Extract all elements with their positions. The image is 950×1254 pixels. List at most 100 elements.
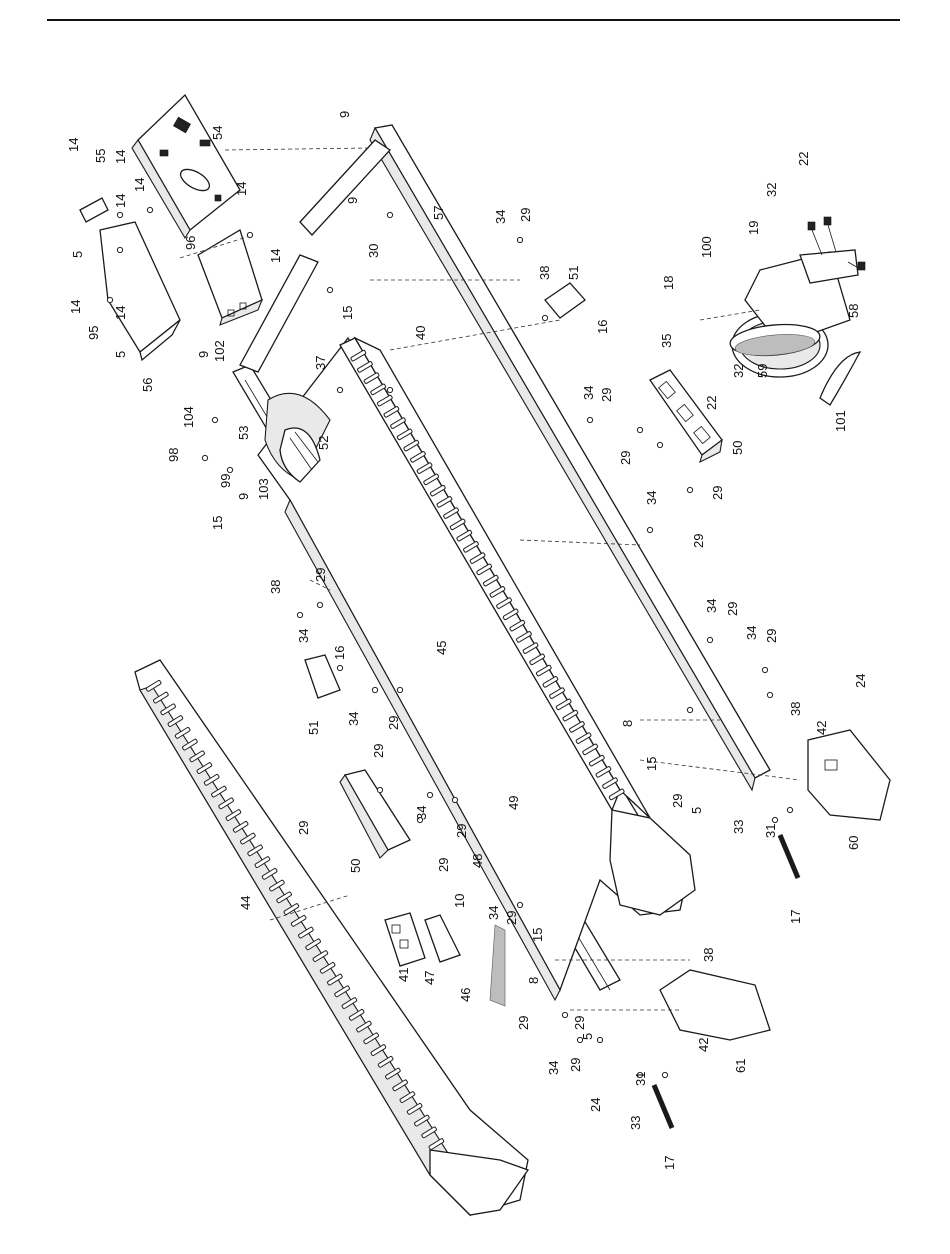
rail-slot — [145, 680, 162, 692]
rail-slot — [211, 785, 227, 798]
callout-label: 8 — [526, 977, 541, 984]
rear-endcap-left — [659, 969, 771, 1041]
fastener — [646, 526, 654, 534]
callout-label: 29 — [568, 1058, 583, 1072]
callout-label: 29 — [725, 602, 740, 616]
fastener — [426, 791, 434, 799]
rail-slot — [496, 597, 512, 609]
rail-slot — [542, 676, 559, 688]
rail-slot — [489, 586, 506, 598]
rail-slot — [334, 985, 350, 998]
callout-label: 35 — [659, 334, 674, 348]
callout-label: 5 — [113, 351, 128, 358]
rail-slot — [385, 1067, 401, 1080]
callout-label: 17 — [662, 1156, 677, 1170]
callout-label: 16 — [595, 320, 610, 334]
callout-label: 41 — [396, 968, 411, 982]
callout-label: 29 — [436, 858, 451, 872]
rail-slot — [305, 938, 321, 951]
motor-flywheel — [729, 323, 821, 357]
rail-slot — [482, 574, 499, 587]
fastener — [416, 816, 424, 824]
callout-label: 29 — [313, 568, 328, 582]
callout-label: 24 — [853, 674, 868, 688]
callout-label: 29 — [618, 451, 633, 465]
callout-label: 58 — [846, 304, 861, 318]
rail-slot — [283, 903, 300, 915]
callout-label: 49 — [506, 796, 521, 810]
callout-label: 48 — [470, 854, 485, 868]
rail-slot — [456, 529, 473, 542]
callout-label: 15 — [644, 757, 659, 771]
callout-label: 34 — [644, 491, 659, 505]
rail-slot — [449, 518, 466, 531]
rail-slot — [350, 349, 367, 362]
rail-slot — [569, 721, 585, 733]
callout-label: 38 — [537, 266, 552, 280]
rail-slot — [225, 809, 242, 821]
callout-label: 14 — [268, 249, 283, 263]
fastener — [786, 806, 794, 814]
callout-label: 22 — [796, 152, 811, 166]
rail-slot — [196, 762, 213, 774]
rail-slot — [247, 844, 263, 857]
callout-label: 9 — [337, 111, 352, 118]
fastener — [706, 636, 714, 644]
rail-slot — [160, 703, 176, 716]
rail-slot — [414, 1114, 430, 1127]
fastener — [516, 236, 524, 244]
rail-slot — [167, 715, 184, 727]
rail-slot — [370, 1044, 387, 1056]
assembly-guide-lines — [179, 147, 801, 1011]
callout-label: 29 — [572, 1016, 587, 1030]
callout-label: 30 — [366, 244, 381, 258]
rail-slot — [429, 484, 446, 497]
callout-label: 34 — [296, 629, 311, 643]
rail-slot — [428, 1138, 445, 1150]
callout-label: 29 — [710, 486, 725, 500]
callout-label: 14 — [113, 150, 128, 164]
bracket-51-left — [304, 654, 341, 699]
callout-label: 40 — [413, 326, 428, 340]
rail-slot — [327, 973, 343, 986]
rail-slot — [522, 642, 539, 654]
callout-label: 14 — [113, 306, 128, 320]
bracket-51-right — [544, 282, 586, 319]
callout-label: 15 — [210, 516, 225, 530]
callout-label: 45 — [434, 641, 449, 655]
callout-label: 57 — [431, 206, 446, 220]
foot-pad-left — [339, 769, 411, 859]
fastener — [656, 441, 664, 449]
callout-label: 34 — [414, 806, 429, 820]
fastener — [116, 211, 124, 219]
fastener — [336, 664, 344, 672]
callout-label: 5 — [70, 251, 85, 258]
callout-label: 54 — [210, 126, 225, 140]
fastener — [541, 314, 549, 322]
rail-slot — [421, 1126, 437, 1139]
rail-slot — [463, 541, 479, 553]
callout-label: 17 — [788, 910, 803, 924]
front-roller-belt — [264, 392, 331, 483]
fastener — [596, 1036, 604, 1044]
controller-board — [131, 93, 241, 240]
fastener — [246, 231, 254, 239]
rail-slot — [476, 563, 493, 576]
callout-label: 9 — [345, 197, 360, 204]
rail-slot — [535, 664, 552, 677]
right-side-rail — [339, 336, 696, 916]
callout-label: 53 — [236, 426, 251, 440]
rail-slot — [396, 428, 413, 441]
callout-label: 103 — [256, 478, 271, 500]
rail-slot — [509, 619, 526, 632]
callout-label: 5 — [580, 1033, 595, 1040]
rail-slot — [363, 372, 380, 384]
rear-bolt-17-left — [651, 1084, 675, 1129]
fastener — [771, 816, 779, 824]
rail-slot — [232, 821, 249, 833]
callout-label: 29 — [371, 744, 386, 758]
fastener — [451, 796, 459, 804]
callout-label: 29 — [670, 794, 685, 808]
callout-label: 29 — [454, 824, 469, 838]
rail-slot — [218, 797, 234, 810]
